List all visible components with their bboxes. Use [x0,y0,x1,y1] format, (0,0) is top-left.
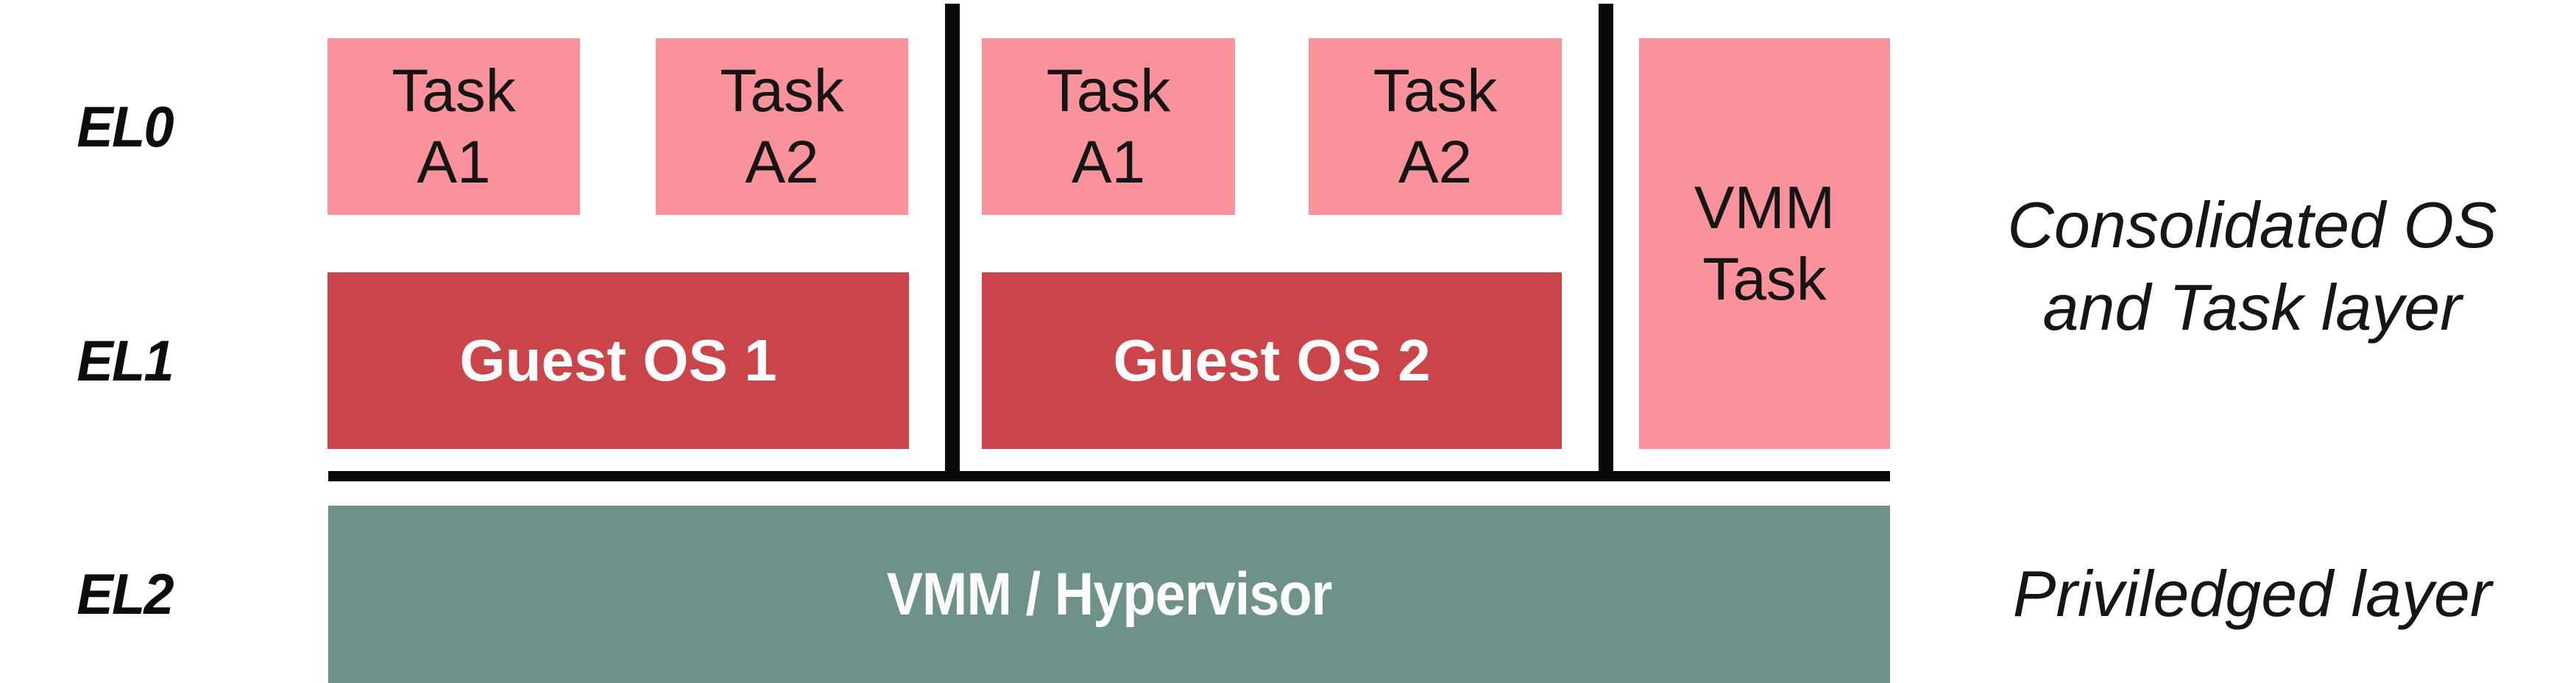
vm1-task-a2-line1: Task [720,57,844,124]
guest-os-1-label: Guest OS 1 [459,328,777,393]
vm2-task-a2-line1: Task [1373,57,1498,124]
hypervisor-box: VMM / Hypervisor [328,506,1890,683]
vm2-task-a1-line2: A1 [1071,129,1146,196]
vm2-task-a2-box: Task A2 [1309,38,1562,215]
vm2-vmmtask-divider-line [1599,4,1613,481]
label-el1-text: EL1 [77,328,174,393]
label-el0: EL0 [22,38,228,215]
vm2-task-a2-line2: A2 [1398,129,1473,196]
label-el0-text: EL0 [77,93,174,159]
consolidated-layer-annotation-line2: and Task layer [2042,271,2462,344]
guest-os-2-box: Guest OS 2 [982,272,1562,449]
vm1-task-a2-box: Task A2 [656,38,908,215]
vm1-task-a1-line2: A1 [417,129,491,196]
vm1-task-a1-box: Task A1 [328,38,580,215]
label-el1: EL1 [22,272,228,449]
guest-os-1-box: Guest OS 1 [328,272,909,449]
vm1-task-a1-line1: Task [392,57,516,124]
layer-separator-line [328,471,1890,481]
vm1-vm2-divider-line [945,4,960,481]
vm2-task-a1-line1: Task [1046,57,1171,124]
vmm-task-line2: Task [1702,246,1827,313]
guest-os-2-label: Guest OS 2 [1113,328,1431,393]
vm2-task-a1-box: Task A1 [982,38,1235,215]
vmm-task-line1: VMM [1694,174,1836,241]
hypervisor-label: VMM / Hypervisor [886,560,1333,628]
vm1-task-a2-line2: A2 [745,129,819,196]
label-el2: EL2 [22,506,228,683]
privileged-layer-annotation: Priviledged layer [1928,553,2576,635]
consolidated-layer-annotation-line1: Consolidated OS [2007,188,2497,261]
privileged-layer-annotation-text: Priviledged layer [2012,557,2492,630]
vmm-task-box: VMM Task [1639,38,1890,449]
label-el2-text: EL2 [77,562,174,626]
consolidated-layer-annotation: Consolidated OS and Task layer [1928,184,2576,349]
